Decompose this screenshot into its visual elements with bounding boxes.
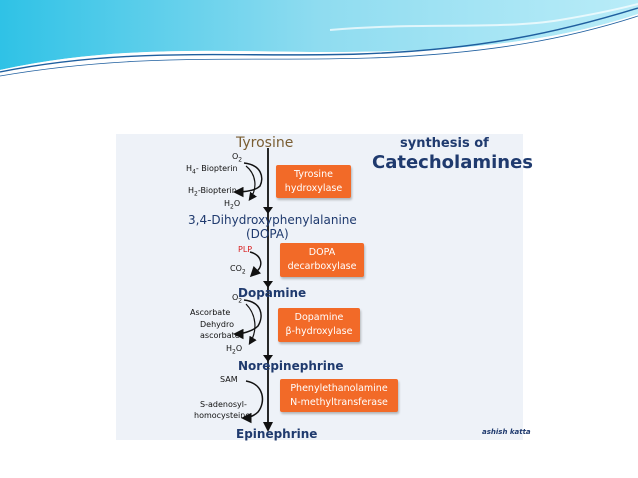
step4-homocysteine-label: homocysteine xyxy=(194,411,251,420)
step3-ascorbate-out-label: ascorbate xyxy=(200,331,240,340)
enzyme-label-line2: decarboxylase xyxy=(287,261,357,272)
enzyme-phenylethanolamine-n-methyltransferase: Phenylethanolamine N-methyltransferase xyxy=(280,379,398,412)
compound-epinephrine: Epinephrine xyxy=(236,427,318,441)
compound-tyrosine: Tyrosine xyxy=(236,135,294,151)
author-credit: ashish katta xyxy=(482,428,531,436)
step1-h2-biopterin-label: H2-Biopterin xyxy=(188,186,237,198)
header-waves-decoration xyxy=(0,0,638,77)
enzyme-dopa-decarboxylase: DOPA decarboxylase xyxy=(280,243,364,277)
step1-h2o-label: H2O xyxy=(224,199,241,211)
enzyme-label-line1: Phenylethanolamine xyxy=(290,382,388,394)
step2-co2-label: CO2 xyxy=(230,264,246,276)
step3-o2-label: O2 xyxy=(232,293,243,305)
step3-dehydro-label: Dehydro xyxy=(200,320,234,329)
step3-ascorbate-label: Ascorbate xyxy=(190,308,231,317)
step3-h2o-label: H2O xyxy=(226,344,243,356)
diagram-title-line1: synthesis of xyxy=(400,136,489,151)
compound-dopamine: Dopamine xyxy=(238,286,307,300)
step4-sam-label: SAM xyxy=(220,375,238,384)
compound-dopa-line2: (DOPA) xyxy=(246,227,289,241)
enzyme-label-line1: DOPA xyxy=(308,247,336,258)
enzyme-label-line1: Tyrosine xyxy=(294,168,333,180)
enzyme-label-line1: Dopamine xyxy=(294,312,344,323)
enzyme-dopamine-beta-hydroxylase: Dopamine β-hydroxylase xyxy=(278,308,360,342)
enzyme-label-line2: N-methyltransferase xyxy=(290,396,388,408)
enzyme-tyrosine-hydroxylase: Tyrosine hydroxylase xyxy=(276,165,351,198)
step4-s-adenosyl-label: S-adenosyl- xyxy=(200,400,247,409)
diagram-title-line2: Catecholamines xyxy=(372,152,533,173)
enzyme-label-line2: β-hydroxylase xyxy=(285,326,353,337)
enzyme-label-line2: hydroxylase xyxy=(284,182,343,194)
compound-norepinephrine: Norepinephrine xyxy=(238,359,344,373)
step1-o2-label: O2 xyxy=(232,152,243,164)
compound-dopa-line1: 3,4-Dihydroxyphenylalanine xyxy=(188,213,357,227)
step1-h4-biopterin-label: H4- Biopterin xyxy=(186,164,238,176)
step2-plp-label: PLP xyxy=(238,245,253,254)
